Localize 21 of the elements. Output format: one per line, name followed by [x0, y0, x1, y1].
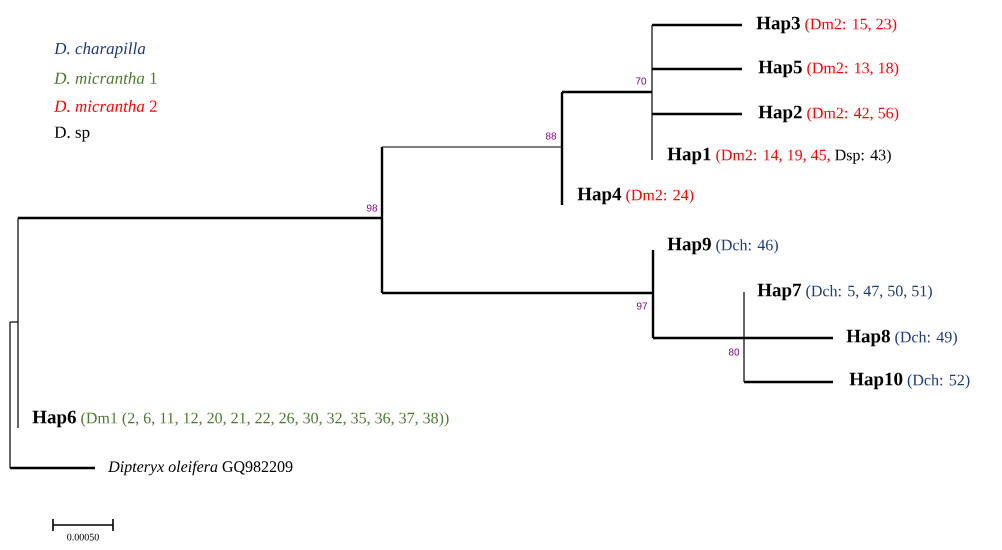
species-label: D. micrantha 2 — [54, 100, 157, 112]
bootstrap-value: 88 — [545, 132, 557, 140]
tip-label: Hap4 (Dm2: 24) — [577, 187, 694, 205]
species-label: D. micrantha 1 — [54, 72, 157, 84]
tip-label: Hap6 (Dm1 (2, 6, 11, 12, 20, 21, 22, 26, 30, 32, 35, 36, 37, 38)) — [32, 410, 449, 428]
bootstrap-value: 98 — [366, 204, 378, 212]
species-label: D. sp — [54, 126, 90, 142]
tip-label: Hap3 (Dm2: 15, 23) — [756, 16, 897, 34]
tip-label: Hap10 (Dch: 52) — [849, 372, 970, 390]
bootstrap-value: 80 — [728, 348, 740, 356]
tip-label: Hap8 (Dch: 49) — [846, 329, 957, 347]
bootstrap-value: 97 — [636, 302, 648, 310]
tip-label: Hap2 (Dm2: 42, 56) — [758, 105, 899, 123]
species-label: D. charapilla — [54, 42, 146, 58]
tip-label: Hap5 (Dm2: 13, 18) — [758, 60, 899, 78]
bootstrap-value: 70 — [635, 77, 647, 85]
tip-label: Hap9 (Dch: 46) — [667, 237, 778, 255]
scale-label: 0.00050 — [67, 533, 99, 541]
tip-label: Hap7 (Dch: 5, 47, 50, 51) — [757, 283, 932, 301]
tip-label: Dipteryx oleifera GQ982209 — [108, 460, 293, 476]
tip-label: Hap1 (Dm2: 14, 19, 45, Dsp: 43) — [667, 147, 891, 165]
